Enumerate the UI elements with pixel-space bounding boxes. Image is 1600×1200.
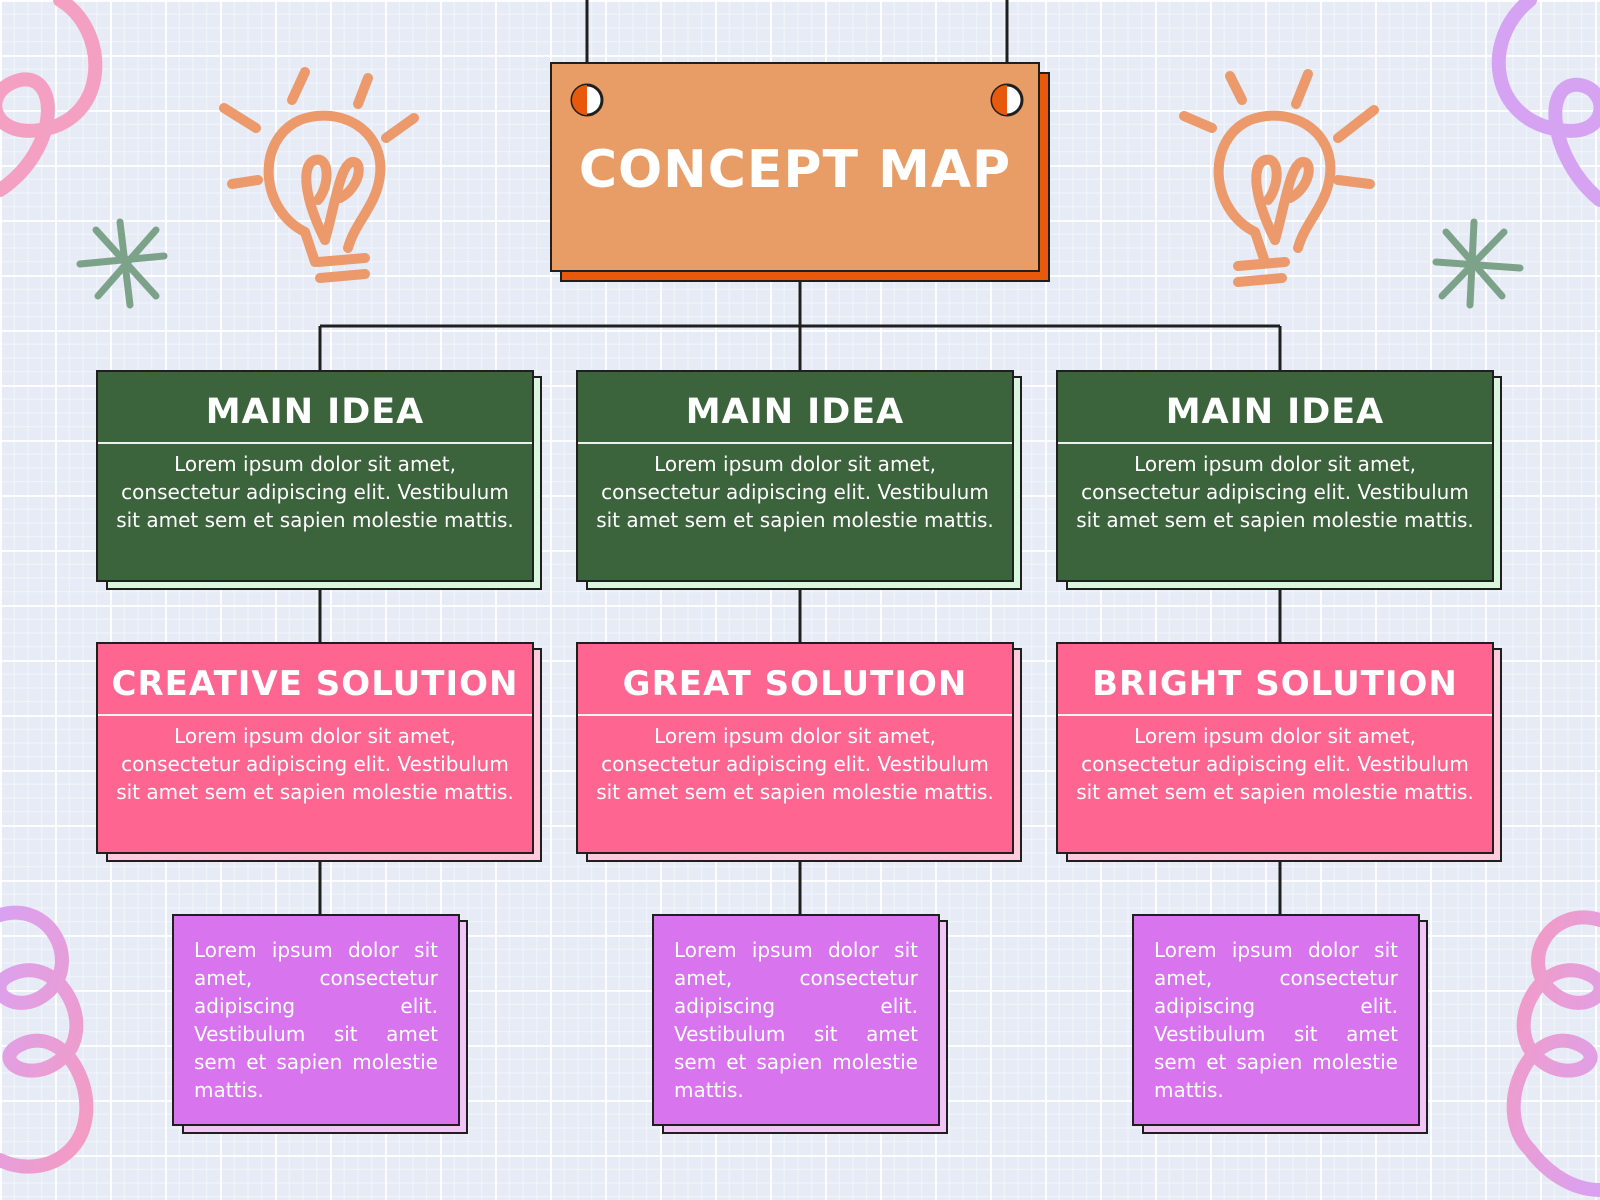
solution-text: Lorem ipsum dolor sit amet, consectetur … — [596, 724, 994, 804]
asterisk-icon — [1432, 218, 1524, 309]
squiggle-decoration — [1506, 910, 1600, 1197]
main-idea-heading: MAIN IDEA — [1165, 392, 1385, 432]
solution-card: BRIGHT SOLUTION Lorem ipsum dolor sit am… — [1056, 642, 1494, 854]
solution-heading: BRIGHT SOLUTION — [1092, 664, 1458, 704]
solution-heading: CREATIVE SOLUTION — [111, 664, 519, 704]
main-idea-text: Lorem ipsum dolor sit amet, consectetur … — [596, 452, 994, 532]
main-idea-card: MAIN IDEA Lorem ipsum dolor sit amet, co… — [576, 370, 1014, 582]
pin-icon — [990, 83, 1024, 117]
solution-card: GREAT SOLUTION Lorem ipsum dolor sit ame… — [576, 642, 1014, 854]
solution-text: Lorem ipsum dolor sit amet, consectetur … — [116, 724, 514, 804]
pin-icon — [570, 83, 604, 117]
detail-text: Lorem ipsum dolor sit amet, consectetur … — [194, 938, 438, 1102]
detail-text: Lorem ipsum dolor sit amet, consectetur … — [674, 938, 918, 1102]
detail-card: Lorem ipsum dolor sit amet, consectetur … — [1132, 914, 1420, 1126]
solution-heading: GREAT SOLUTION — [622, 664, 968, 704]
page-title: CONCEPT MAP — [578, 140, 1012, 200]
asterisk-icon — [76, 218, 168, 309]
lightbulb-icon — [219, 67, 419, 283]
main-idea-card: MAIN IDEA Lorem ipsum dolor sit amet, co… — [96, 370, 534, 582]
solution-text: Lorem ipsum dolor sit amet, consectetur … — [1076, 724, 1474, 804]
title-box: CONCEPT MAP — [550, 62, 1040, 272]
solution-card: CREATIVE SOLUTION Lorem ipsum dolor sit … — [96, 642, 534, 854]
detail-card: Lorem ipsum dolor sit amet, consectetur … — [172, 914, 460, 1126]
squiggle-decoration — [1491, 0, 1600, 207]
squiggle-decoration — [0, 0, 103, 197]
lightbulb-icon — [1179, 69, 1379, 287]
main-idea-card: MAIN IDEA Lorem ipsum dolor sit amet, co… — [1056, 370, 1494, 582]
detail-text: Lorem ipsum dolor sit amet, consectetur … — [1154, 938, 1398, 1102]
main-idea-text: Lorem ipsum dolor sit amet, consectetur … — [116, 452, 514, 532]
squiggle-decoration — [0, 905, 94, 1174]
main-idea-text: Lorem ipsum dolor sit amet, consectetur … — [1076, 452, 1474, 532]
detail-card: Lorem ipsum dolor sit amet, consectetur … — [652, 914, 940, 1126]
main-idea-heading: MAIN IDEA — [205, 392, 425, 432]
main-idea-heading: MAIN IDEA — [685, 392, 905, 432]
